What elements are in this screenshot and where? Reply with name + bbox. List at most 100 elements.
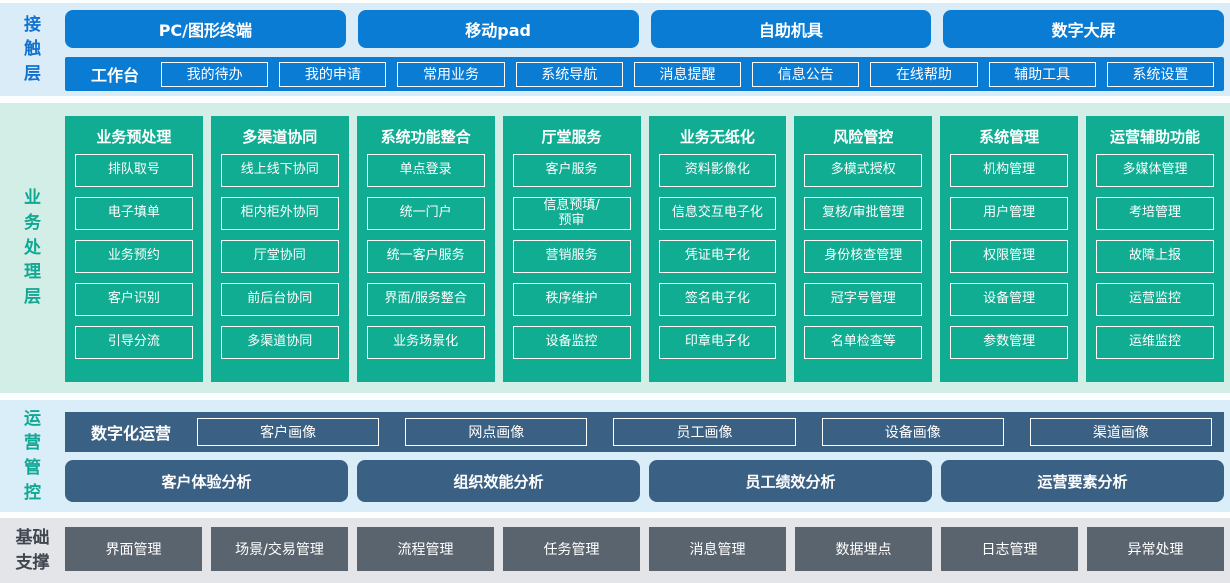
workbench-item-message-reminder: 消息提醒 [633,61,742,87]
module-item: 柜内柜外协同 [220,197,339,230]
column-title: 业务无纸化 [679,128,755,146]
business-layer-label-text: 业务处理层 [24,188,41,307]
module-item: 排队取号 [75,154,193,187]
foundation-ui-management: 界面管理 [65,527,202,571]
module-item: 运营监控 [1096,283,1214,316]
operations-layer-label: 运营管控 [0,400,65,512]
module-item: 界面/服务整合 [366,283,485,316]
column-multichannel-collab: 多渠道协同 线上线下协同 柜内柜外协同 厅堂协同 前后台协同 多渠道协同 [210,116,349,382]
business-layer-band: 业务处理层 业务预处理 排队取号 电子填单 业务预约 客户识别 引导分流 多渠道… [0,103,1230,393]
business-layer-label: 业务处理层 [0,103,65,393]
analysis-row: 客户体验分析 组织效能分析 员工绩效分析 运营要素分析 [65,460,1224,502]
module-item: 故障上报 [1096,240,1214,273]
contact-layer-band: 接触层 PC/图形终端 移动pad 自助机具 数字大屏 工作台 我的待办 我的申… [0,3,1230,96]
workbench-item-info-announcement: 信息公告 [752,61,860,87]
module-item: 引导分流 [75,326,193,359]
workbench-item-applications: 我的申请 [279,61,387,87]
contact-layer-content: PC/图形终端 移动pad 自助机具 数字大屏 工作台 我的待办 我的申请 常用… [65,3,1230,96]
digital-ops-label: 数字化运营 [91,424,172,443]
module-item: 用户管理 [950,197,1069,230]
foundation-layer-content: 界面管理 场景/交易管理 流程管理 任务管理 消息管理 数据埋点 日志管理 异常… [65,518,1230,583]
module-item: 冠字号管理 [804,283,923,316]
column-title: 风险管控 [833,128,894,146]
module-item: 前后台协同 [220,283,339,316]
portrait-channel: 渠道画像 [1029,418,1213,446]
terminal-row: PC/图形终端 移动pad 自助机具 数字大屏 [65,10,1224,48]
terminal-pc: PC/图形终端 [65,10,346,48]
operations-layer-label-text: 运营管控 [24,408,41,503]
foundation-message-management: 消息管理 [649,527,786,571]
terminal-self-service: 自助机具 [650,10,932,48]
operations-layer-band: 运营管控 数字化运营 客户画像 网点画像 员工画像 设备画像 渠道画像 客户体验… [0,400,1230,512]
module-item: 营销服务 [512,240,631,273]
column-system-integration: 系统功能整合 单点登录 统一门户 统一客户服务 界面/服务整合 业务场景化 [356,116,495,382]
module-item: 信息交互电子化 [658,197,777,230]
foundation-layer-label: 基础支撑 [0,518,65,583]
module-item: 运维监控 [1096,326,1214,359]
foundation-process-management: 流程管理 [357,527,494,571]
module-item: 客户识别 [75,283,193,316]
workbench-item-common-business: 常用业务 [397,61,505,87]
operations-layer-content: 数字化运营 客户画像 网点画像 员工画像 设备画像 渠道画像 客户体验分析 组织… [65,400,1230,512]
module-item: 权限管理 [950,240,1069,273]
module-item: 多模式授权 [804,154,923,187]
foundation-layer-band: 基础支撑 界面管理 场景/交易管理 流程管理 任务管理 消息管理 数据埋点 日志… [0,518,1230,583]
module-item: 考培管理 [1096,197,1214,230]
module-item: 厅堂协同 [220,240,339,273]
business-layer-content: 业务预处理 排队取号 电子填单 业务预约 客户识别 引导分流 多渠道协同 线上线… [65,103,1230,393]
contact-layer-label: 接触层 [0,3,65,96]
column-title: 系统功能整合 [380,128,471,146]
foundation-layer-label-text: 基础支撑 [15,527,50,573]
workbench-item-todo: 我的待办 [161,61,269,87]
foundation-exception-handling: 异常处理 [1087,527,1224,571]
module-item: 参数管理 [950,326,1069,359]
terminal-digital-screen: 数字大屏 [943,10,1224,48]
module-item: 多渠道协同 [220,326,339,359]
module-item: 业务预约 [75,240,193,273]
column-title: 厅堂服务 [541,128,602,146]
workbench-label: 工作台 [91,66,140,85]
workbench-items: 我的待办 我的申请 常用业务 系统导航 消息提醒 信息公告 在线帮助 辅助工具 … [161,61,1214,87]
workbench-item-online-help: 在线帮助 [870,61,978,87]
module-item: 设备监控 [512,326,631,359]
analysis-customer-experience: 客户体验分析 [65,460,348,502]
terminal-mobile-pad: 移动pad [357,10,639,48]
module-item: 印章电子化 [658,326,777,359]
analysis-ops-factors: 运营要素分析 [941,460,1224,502]
digital-ops-bar: 数字化运营 客户画像 网点画像 员工画像 设备画像 渠道画像 [65,412,1224,452]
workbench-item-aux-tools: 辅助工具 [988,61,1096,87]
portrait-device: 设备画像 [821,418,1004,446]
module-item: 复核/审批管理 [804,197,923,230]
module-item: 身份核查管理 [804,240,923,273]
analysis-employee-performance: 员工绩效分析 [649,460,932,502]
portrait-items: 客户画像 网点画像 员工画像 设备画像 渠道画像 [197,418,1213,446]
module-item: 签名电子化 [658,283,777,316]
module-item: 电子填单 [75,197,193,230]
portrait-branch: 网点画像 [405,418,588,446]
column-business-preprocessing: 业务预处理 排队取号 电子填单 业务预约 客户识别 引导分流 [65,116,203,382]
contact-layer-label-text: 接触层 [24,14,41,84]
analysis-org-efficiency: 组织效能分析 [357,460,640,502]
foundation-log-management: 日志管理 [941,527,1078,571]
column-title: 运营辅助功能 [1110,128,1201,146]
workbench-item-system-nav: 系统导航 [515,61,623,87]
foundation-scene-transaction: 场景/交易管理 [211,527,348,571]
column-title: 多渠道协同 [242,128,318,146]
module-item: 统一门户 [366,197,485,230]
module-item: 多媒体管理 [1096,154,1214,187]
module-item: 线上线下协同 [220,154,339,187]
column-risk-control: 风险管控 多模式授权 复核/审批管理 身份核查管理 冠字号管理 名单检查等 [794,116,933,382]
module-item: 资料影像化 [658,154,777,187]
module-item: 凭证电子化 [658,240,777,273]
workbench-bar: 工作台 我的待办 我的申请 常用业务 系统导航 消息提醒 信息公告 在线帮助 辅… [65,57,1224,91]
module-item: 秩序维护 [512,283,631,316]
foundation-task-management: 任务管理 [503,527,640,571]
module-item: 统一客户服务 [366,240,485,273]
module-item: 单点登录 [366,154,485,187]
portrait-customer: 客户画像 [197,418,380,446]
column-lobby-service: 厅堂服务 客户服务 信息预填/ 预审 营销服务 秩序维护 设备监控 [502,116,641,382]
module-item: 信息预填/ 预审 [512,197,631,230]
module-item: 客户服务 [512,154,631,187]
column-paperless-business: 业务无纸化 资料影像化 信息交互电子化 凭证电子化 签名电子化 印章电子化 [648,116,787,382]
